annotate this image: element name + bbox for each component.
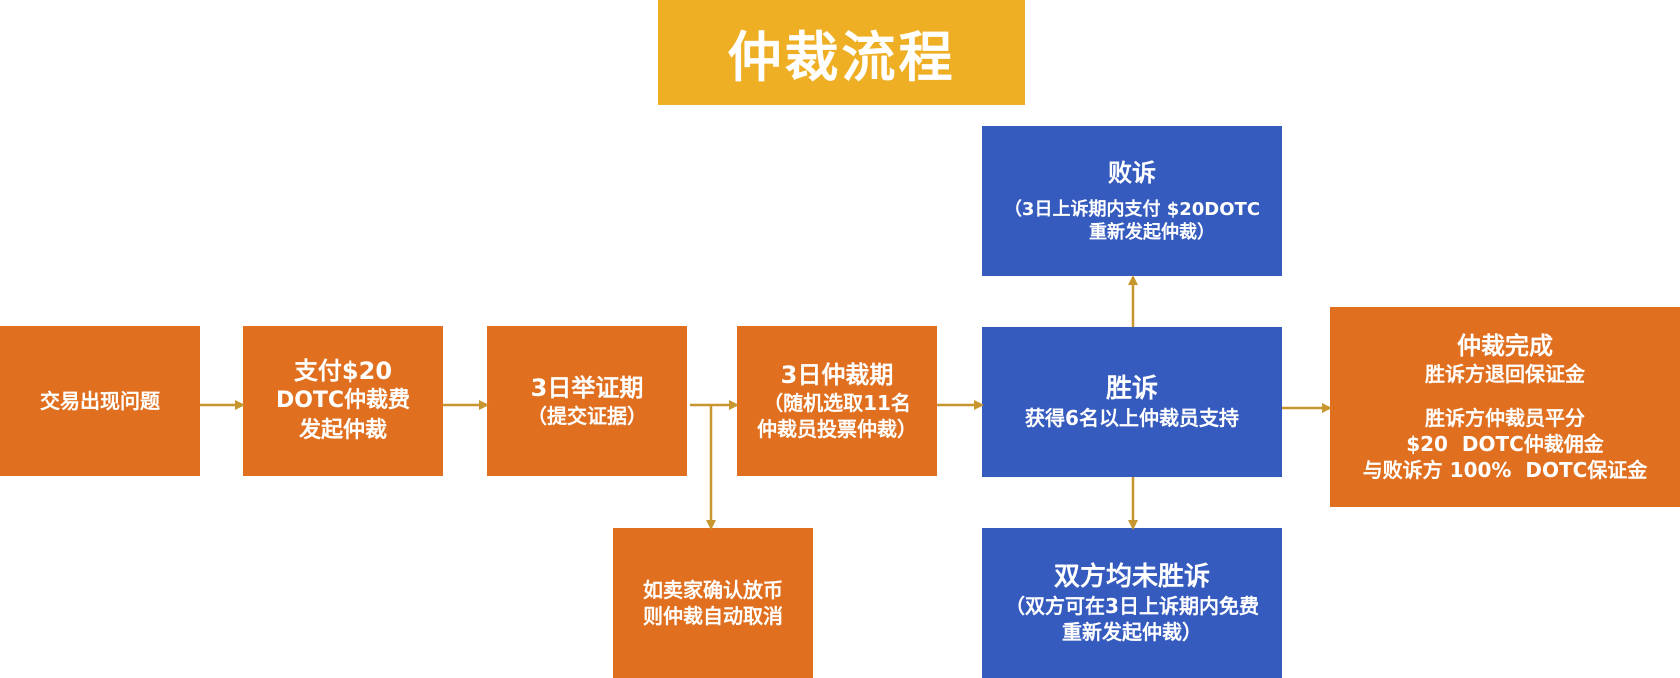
- node-cancel-line-1: 如卖家确认放币: [643, 578, 783, 602]
- node-arbitration-detail-1: （随机选取11名: [763, 391, 911, 415]
- node-lose-heading: 败诉: [1108, 159, 1156, 187]
- node-lose: 败诉 （3日上诉期内支付 $20DOTC 重新发起仲裁）: [982, 126, 1282, 276]
- node-evidence: 3日举证期 （提交证据）: [487, 326, 687, 476]
- node-neither: 双方均未胜诉 （双方可在3日上诉期内免费 重新发起仲裁）: [982, 528, 1282, 678]
- node-pay-line-1: 支付$20: [293, 357, 393, 385]
- node-complete-line-2: 胜诉方仲裁员平分: [1425, 406, 1585, 430]
- node-problem-label: 交易出现问题: [40, 389, 160, 413]
- node-neither-detail-2: 重新发起仲裁）: [1062, 620, 1202, 644]
- node-evidence-detail: （提交证据）: [527, 404, 647, 428]
- node-complete-heading: 仲裁完成: [1457, 332, 1553, 360]
- node-win-detail: 获得6名以上仲裁员支持: [1025, 406, 1239, 430]
- node-complete-line-3: $20 DOTC仲裁佣金: [1406, 432, 1604, 456]
- node-pay-line-2: DOTC仲裁费: [275, 388, 411, 413]
- node-win-heading: 胜诉: [1105, 374, 1158, 404]
- node-neither-detail-1: （双方可在3日上诉期内免费: [1005, 594, 1259, 618]
- node-neither-heading: 双方均未胜诉: [1053, 562, 1210, 592]
- node-arbitration-heading: 3日仲裁期: [780, 361, 894, 389]
- node-problem: 交易出现问题: [0, 326, 200, 476]
- node-cancel-line-2: 则仲裁自动取消: [643, 604, 783, 628]
- node-pay-line-3: 发起仲裁: [298, 418, 387, 443]
- node-lose-detail-1: （3日上诉期内支付 $20DOTC: [1003, 199, 1261, 220]
- node-evidence-heading: 3日举证期: [530, 374, 644, 402]
- node-win: 胜诉 获得6名以上仲裁员支持: [982, 327, 1282, 477]
- node-complete-line-1: 胜诉方退回保证金: [1425, 362, 1585, 386]
- node-arbitration: 3日仲裁期 （随机选取11名 仲裁员投票仲裁）: [737, 326, 937, 476]
- node-lose-detail-2: 重新发起仲裁）: [1089, 222, 1215, 243]
- page-title: 仲裁流程: [658, 0, 1025, 105]
- node-cancel: 如卖家确认放币 则仲裁自动取消: [613, 528, 813, 678]
- node-complete: 仲裁完成 胜诉方退回保证金 胜诉方仲裁员平分 $20 DOTC仲裁佣金 与败诉方…: [1330, 307, 1680, 507]
- node-arbitration-detail-2: 仲裁员投票仲裁）: [757, 417, 917, 441]
- node-complete-line-4: 与败诉方 100% DOTC保证金: [1362, 458, 1648, 482]
- node-pay: 支付$20 DOTC仲裁费 发起仲裁: [243, 326, 443, 476]
